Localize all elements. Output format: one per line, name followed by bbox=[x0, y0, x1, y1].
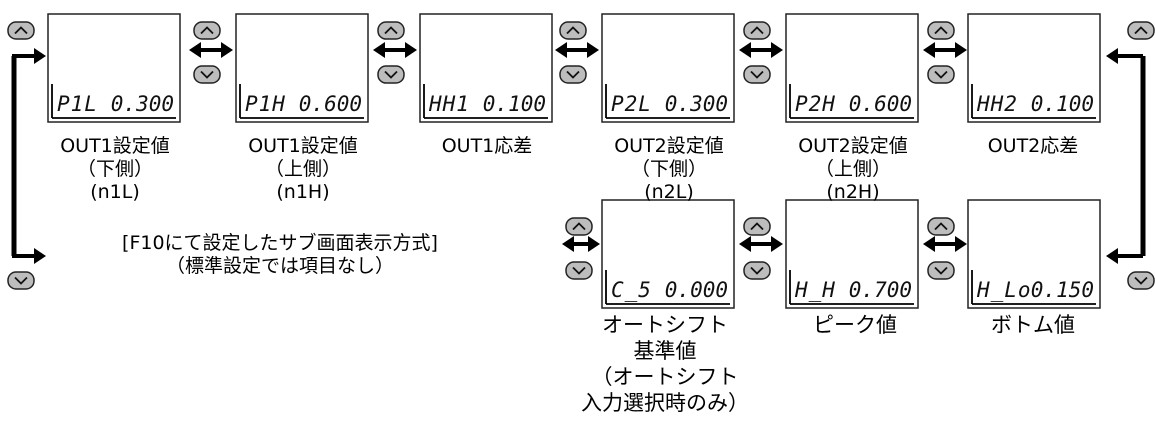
label-line: OUT1設定値 bbox=[248, 135, 358, 157]
note-line-1: [F10にて設定したサブ画面表示方式] bbox=[122, 232, 438, 254]
lcd-display: P1H 0.600 bbox=[235, 13, 369, 123]
down-key-icon bbox=[377, 65, 405, 84]
down-key-icon bbox=[7, 271, 35, 290]
lcd-value-text: 0.000 bbox=[665, 278, 728, 302]
lcd-display: P1L 0.300 bbox=[47, 13, 181, 123]
loop-arrow-left bbox=[11, 48, 46, 264]
label-out1-high: OUT1設定値 （上側） (n1H) bbox=[228, 135, 378, 204]
up-key-icon bbox=[1127, 21, 1155, 40]
up-key-icon bbox=[743, 217, 771, 236]
down-key-icon bbox=[559, 65, 587, 84]
label-line: （上側） bbox=[814, 158, 891, 180]
label-out1-hysteresis: OUT1応差 bbox=[412, 135, 562, 158]
down-key-icon bbox=[743, 65, 771, 84]
lcd-value-text: 0.150 bbox=[1031, 278, 1094, 302]
lcd-code-text: P2L bbox=[611, 92, 652, 116]
label-line: (n2L) bbox=[644, 181, 694, 203]
label-out2-hysteresis: OUT2応差 bbox=[958, 135, 1108, 158]
up-key-icon bbox=[927, 21, 955, 40]
lcd-display: HH2 0.100 bbox=[967, 13, 1101, 123]
down-key-icon bbox=[565, 261, 593, 280]
label-out1-low: OUT1設定値 （下側） (n1L) bbox=[40, 135, 190, 204]
label-line: （上側） bbox=[264, 158, 341, 180]
label-out2-low: OUT2設定値 （下側） (n2L) bbox=[594, 135, 744, 204]
up-key-icon bbox=[7, 21, 35, 40]
lcd-code-text: P1H bbox=[245, 92, 286, 116]
label-bottom-value: ボトム値 bbox=[958, 312, 1108, 338]
lcd-value-text: 0.100 bbox=[1031, 92, 1094, 116]
loop-arrow-right bbox=[1106, 48, 1146, 264]
label-line: （下側） bbox=[630, 158, 707, 180]
note-line-2: （標準設定では項目なし） bbox=[165, 255, 394, 277]
bidirectional-arrow-icon bbox=[739, 236, 783, 252]
sub-screen-note: [F10にて設定したサブ画面表示方式] （標準設定では項目なし） bbox=[60, 232, 500, 278]
label-line: オートシフト bbox=[602, 313, 728, 337]
bidirectional-arrow-icon bbox=[562, 236, 600, 252]
label-line: OUT2設定値 bbox=[798, 135, 908, 157]
lcd-value-text: 0.600 bbox=[299, 92, 362, 116]
label-line: (n1H) bbox=[276, 181, 330, 203]
label-line: 基準値 bbox=[633, 339, 697, 363]
label-line: ボトム値 bbox=[991, 313, 1075, 337]
lcd-code-text: HH2 bbox=[976, 92, 1018, 116]
lcd-value-text: 0.300 bbox=[111, 92, 174, 116]
up-key-icon bbox=[565, 217, 593, 236]
label-line: OUT1応差 bbox=[441, 135, 533, 157]
label-line: 入力選択時のみ） bbox=[581, 391, 749, 415]
down-key-icon bbox=[1127, 271, 1155, 290]
up-key-icon bbox=[193, 21, 221, 40]
bidirectional-arrow-icon bbox=[923, 42, 967, 58]
bidirectional-arrow-icon bbox=[373, 42, 417, 58]
up-key-icon bbox=[927, 217, 955, 236]
bidirectional-arrow-icon bbox=[189, 42, 233, 58]
lcd-code-text: C_5 bbox=[611, 278, 652, 302]
lcd-code-text: P2H bbox=[795, 92, 836, 116]
label-peak-value: ピーク値 bbox=[780, 312, 930, 338]
label-auto-shift-reference: オートシフト 基準値 （オートシフト 入力選択時のみ） bbox=[580, 312, 750, 416]
lcd-display: P2H 0.600 bbox=[785, 13, 919, 123]
label-line: OUT1設定値 bbox=[60, 135, 170, 157]
lcd-value-text: 0.700 bbox=[849, 278, 912, 302]
label-line: (n1L) bbox=[90, 181, 140, 203]
down-key-icon bbox=[927, 65, 955, 84]
label-line: ピーク値 bbox=[813, 313, 897, 337]
lcd-code-text: H_H bbox=[794, 278, 836, 302]
lcd-code-text: P1L bbox=[57, 92, 98, 116]
down-key-icon bbox=[193, 65, 221, 84]
lcd-value-text: 0.300 bbox=[665, 92, 728, 116]
bidirectional-arrow-icon bbox=[739, 42, 783, 58]
lcd-display: H_H 0.700 bbox=[785, 199, 919, 309]
label-line: （オートシフト bbox=[591, 365, 739, 389]
lcd-value-text: 0.100 bbox=[483, 92, 546, 116]
down-key-icon bbox=[743, 261, 771, 280]
label-line: OUT2設定値 bbox=[614, 135, 724, 157]
lcd-code-text: H_Lo bbox=[976, 278, 1032, 302]
bidirectional-arrow-icon bbox=[923, 236, 967, 252]
label-line: （下側） bbox=[76, 158, 153, 180]
bidirectional-arrow-icon bbox=[555, 42, 599, 58]
up-key-icon bbox=[559, 21, 587, 40]
down-key-icon bbox=[927, 261, 955, 280]
label-out2-high: OUT2設定値 （上側） (n2H) bbox=[778, 135, 928, 204]
lcd-display: P2L 0.300 bbox=[601, 13, 735, 123]
lcd-display: HH1 0.100 bbox=[419, 13, 553, 123]
lcd-display: C_5 0.000 bbox=[601, 199, 735, 309]
up-key-icon bbox=[743, 21, 771, 40]
up-key-icon bbox=[377, 21, 405, 40]
label-line: (n2H) bbox=[826, 181, 880, 203]
lcd-code-text: HH1 bbox=[428, 92, 470, 116]
lcd-value-text: 0.600 bbox=[849, 92, 912, 116]
label-line: OUT2応差 bbox=[987, 135, 1079, 157]
